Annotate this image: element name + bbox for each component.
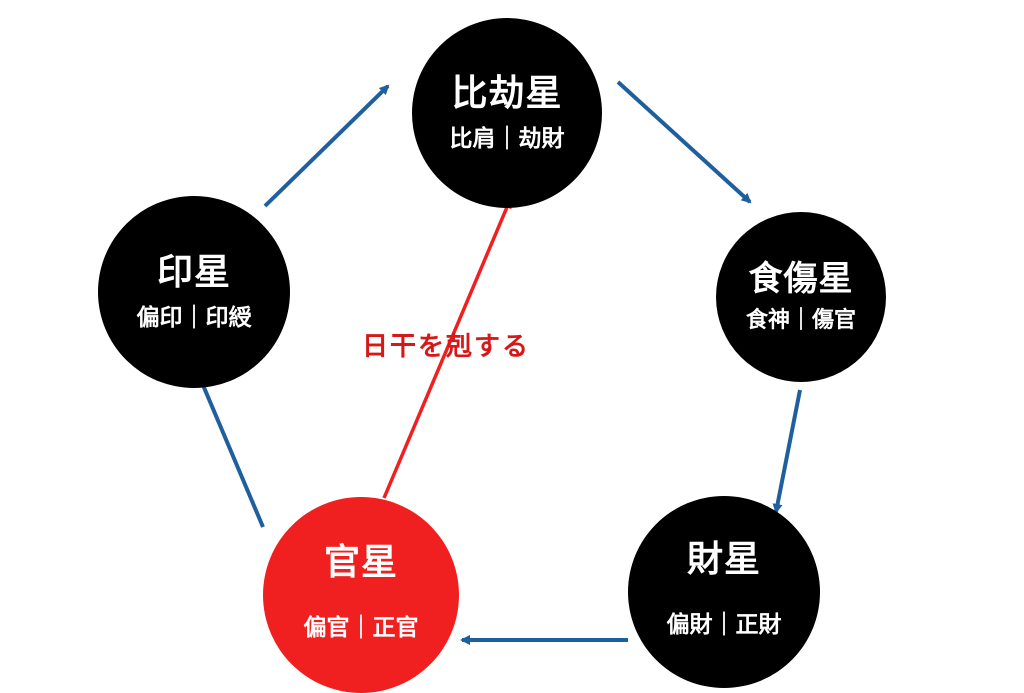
node-subtitle: 比肩｜劫財 — [449, 126, 565, 153]
node-subtitle: 食神｜傷官 — [745, 307, 856, 333]
node-hikou-star: 比劫星 比肩｜劫財 — [412, 18, 602, 208]
node-title: 食傷星 — [748, 259, 854, 300]
node-title: 比劫星 — [451, 72, 563, 114]
control-arrow-label: 日干を剋する — [362, 332, 531, 362]
node-kan-star: 官星 偏官｜正官 — [263, 497, 459, 693]
arrow-shokushou-to-zai — [772, 389, 802, 514]
arrow-hikou-to-shokushou — [616, 80, 752, 204]
node-zai-star: 財星 偏財｜正財 — [628, 496, 820, 688]
node-subtitle: 偏財｜正財 — [666, 612, 782, 639]
node-title: 財星 — [686, 538, 761, 580]
node-in-star: 印星 偏印｜印綬 — [98, 196, 290, 388]
node-title: 印星 — [156, 251, 231, 293]
node-subtitle: 偏官｜正官 — [303, 615, 419, 642]
node-shokushou-star: 食傷星 食神｜傷官 — [716, 212, 886, 382]
arrow-in-to-hikou — [263, 84, 390, 208]
node-subtitle: 偏印｜印綬 — [136, 305, 252, 332]
arrow-kan-to-in — [198, 376, 265, 528]
node-title: 官星 — [323, 541, 398, 583]
arrow-kan-controls-hikou — [382, 198, 512, 499]
